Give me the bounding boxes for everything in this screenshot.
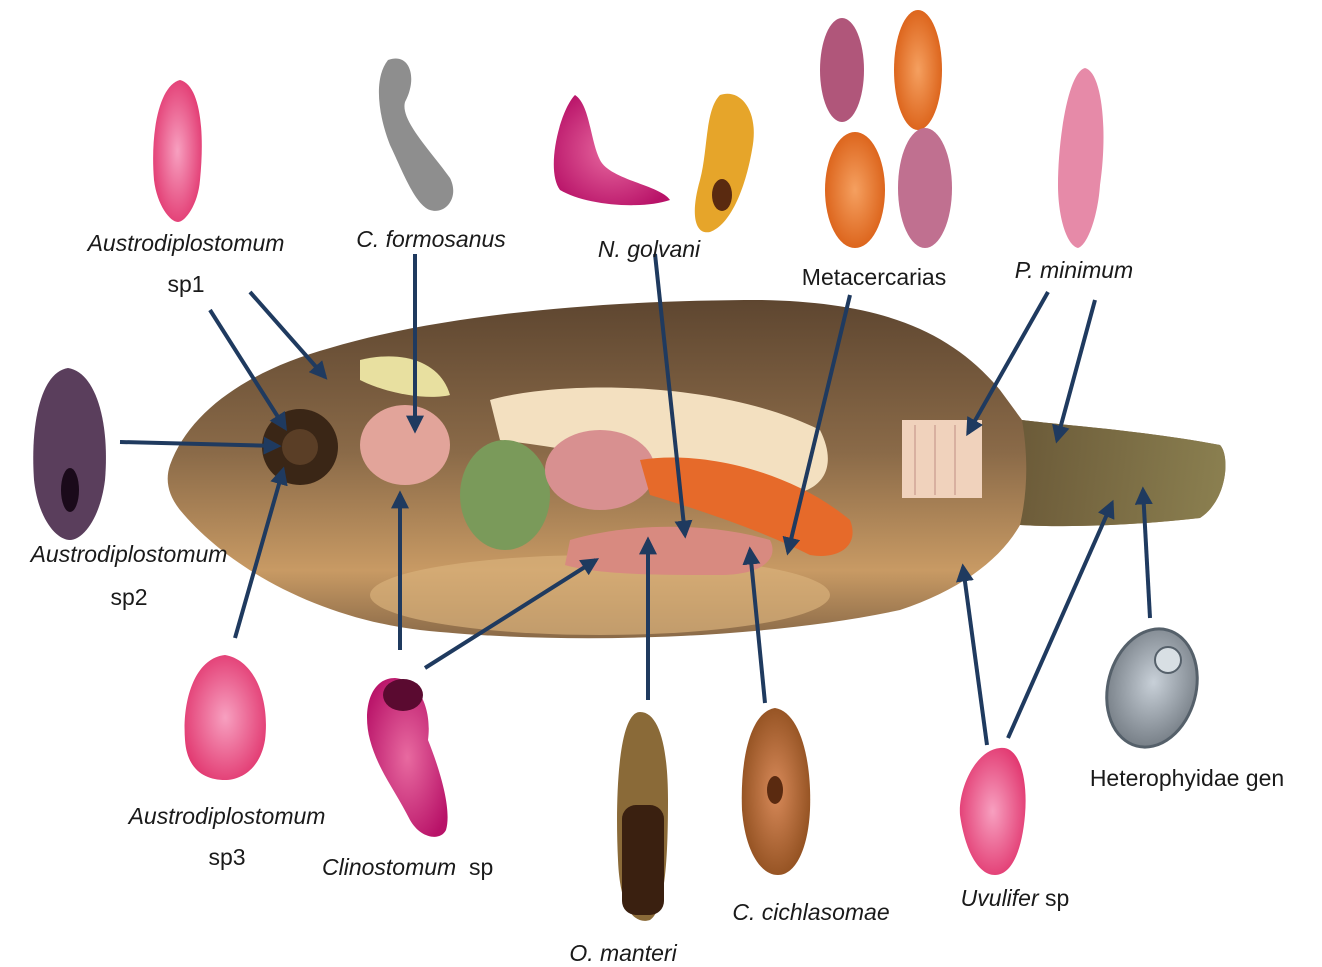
specimen-austrodiplostomum-sp3 <box>185 655 266 780</box>
arrow-uvulifer-a <box>963 567 987 745</box>
fish <box>168 300 1226 638</box>
specimen-metacercaria-3 <box>825 132 885 248</box>
label-heterophyidae: Heterophyidae gen <box>1090 767 1284 790</box>
label-uvulifer: Uvulifer sp <box>961 887 1070 910</box>
specimen-c-formosanus <box>379 59 453 211</box>
organ-stomach <box>545 430 655 510</box>
specimen-metacercaria-2 <box>894 10 942 130</box>
label-austrodiplostomum-sp1-genus: Austrodiplostomum <box>88 232 285 255</box>
label-austrodiplostomum-sp1-species: sp1 <box>167 273 204 296</box>
label-p-minimum: P. minimum <box>1015 259 1133 282</box>
specimen-n-golvani-yellow-spot <box>712 179 732 211</box>
organ-heart <box>360 405 450 485</box>
arrow-uvulifer-b <box>1008 503 1112 738</box>
label-n-golvani: N. golvani <box>598 238 700 261</box>
label-metacercarias: Metacercarias <box>802 266 946 289</box>
specimen-metacercaria-1 <box>820 18 864 122</box>
specimen-uvulifer <box>960 748 1026 875</box>
label-c-cichlasomae: C. cichlasomae <box>732 901 889 924</box>
specimen-n-golvani-yellow <box>695 94 754 233</box>
organ-liver <box>460 440 550 550</box>
specimen-n-golvani-pink <box>554 95 670 205</box>
specimen-austrodiplostomum-sp1 <box>153 80 202 222</box>
specimen-clinostomum-head <box>383 679 423 711</box>
specimen-heterophyidae-cell <box>1155 647 1181 673</box>
fish-tail <box>1020 420 1225 526</box>
label-austrodiplostomum-sp2-genus: Austrodiplostomum <box>31 543 228 566</box>
specimen-p-minimum <box>1058 68 1104 248</box>
label-o-manteri: O. manteri <box>569 942 676 965</box>
fish-eye-highlight <box>282 429 318 465</box>
label-c-formosanus: C. formosanus <box>356 228 506 251</box>
specimen-austrodiplostomum-sp2-spot <box>61 468 79 512</box>
label-austrodiplostomum-sp3-species: sp3 <box>208 846 245 869</box>
specimen-o-manteri-dark <box>622 805 664 915</box>
label-austrodiplostomum-sp2-species: sp2 <box>110 586 147 609</box>
specimen-metacercaria-4 <box>898 128 952 248</box>
arrow-p-minimum-b <box>1057 300 1095 440</box>
specimen-austrodiplostomum-sp2 <box>33 368 106 540</box>
label-clinostomum: Clinostomum sp <box>322 856 493 879</box>
specimen-c-cichlasomae-organ <box>767 776 783 804</box>
label-austrodiplostomum-sp3-genus: Austrodiplostomum <box>129 805 326 828</box>
specimen-heterophyidae <box>1094 619 1210 758</box>
organ-intestine <box>565 527 773 575</box>
